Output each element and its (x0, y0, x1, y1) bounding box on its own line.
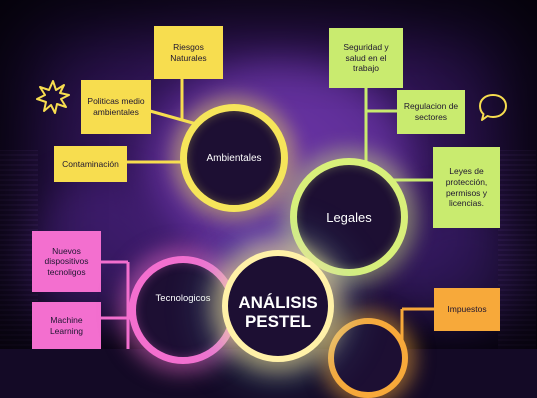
regulacion-sectores-box: Regulacion de sectores (397, 90, 465, 134)
contaminacion-box: Contaminación (54, 146, 127, 182)
tecnologicos-label: Tecnologicos (155, 293, 211, 304)
machine-learning-box: Machine Learning (32, 302, 101, 349)
starburst-icon (36, 80, 70, 114)
ambientales-circle: Ambientales (180, 104, 288, 212)
economicos-circle (328, 318, 408, 398)
legales-circle: Legales (290, 158, 408, 276)
leyes-proteccion-box: Leyes de protección, permisos y licencia… (433, 147, 500, 228)
page-title: ANÁLISIS PESTEL (238, 293, 318, 331)
impuestos-box: Impuestos (434, 288, 500, 331)
legales-label: Legales (326, 209, 372, 225)
pestel-center-circle: ANÁLISIS PESTEL (222, 250, 334, 362)
nuevos-dispositivos-box: Nuevos dispositivos tecnoligos (32, 231, 101, 292)
seguridad-salud-box: Seguridad y salud en el trabajo (329, 28, 403, 88)
tecnologicos-circle: Tecnologicos (129, 256, 237, 364)
ambientales-label: Ambientales (206, 152, 262, 164)
riesgos-naturales-box: Riesgos Naturales (154, 26, 223, 79)
politicas-medio-ambientales-box: Politicas medio ambientales (81, 80, 151, 134)
speech-bubble-icon (479, 94, 507, 121)
